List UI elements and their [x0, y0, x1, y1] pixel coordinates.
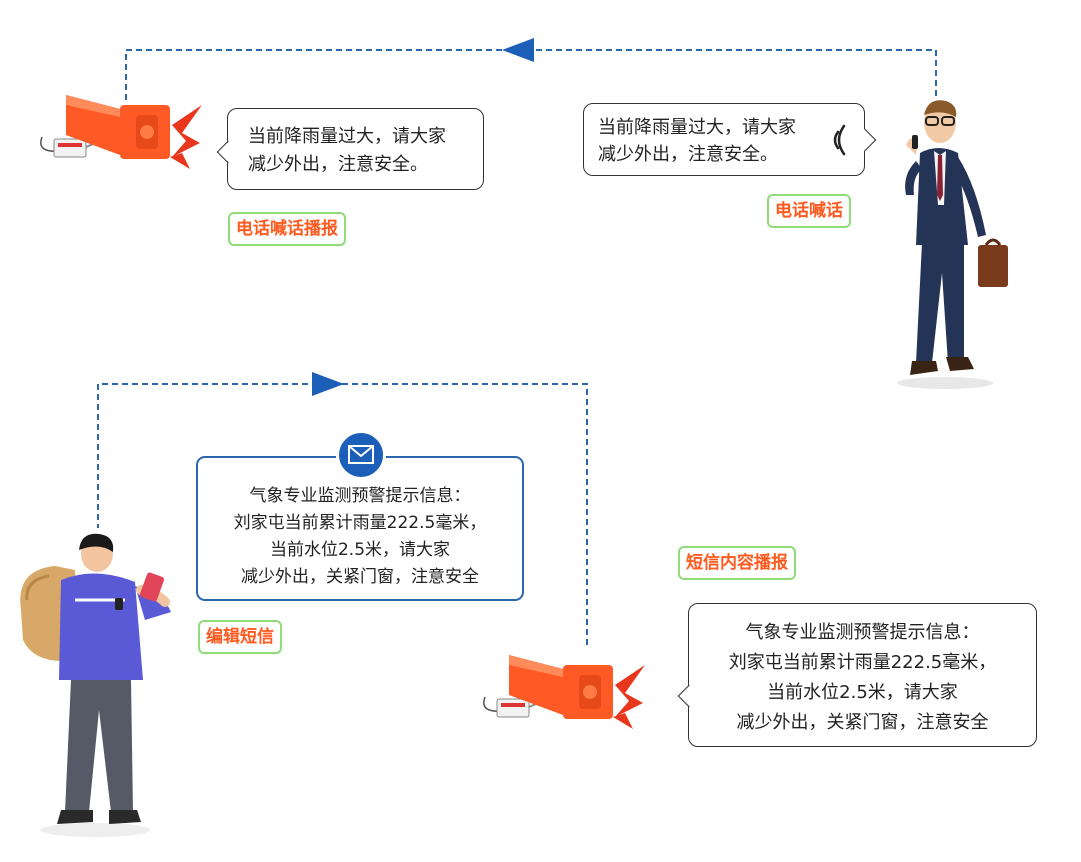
- bubble-line-1: 当前降雨量过大，请大家: [248, 126, 446, 147]
- phone-broadcast-label: 电话喊话播报: [228, 212, 346, 246]
- sms-broadcast-label: 短信内容播报: [678, 546, 796, 580]
- top-right-speech-bubble: 当前降雨量过大，请大家 减少外出，注意安全。: [583, 103, 865, 176]
- top-left-speech-bubble: 当前降雨量过大，请大家 减少外出，注意安全。: [227, 108, 484, 190]
- bubble-line-1: 气象专业监测预警提示信息：: [745, 622, 980, 643]
- bubble-line-4: 减少外出，关紧门窗，注意安全: [736, 712, 989, 733]
- bubble-line-2: 减少外出，注意安全。: [248, 154, 428, 175]
- bubble-line-3: 当前水位2.5米，请大家: [767, 682, 958, 703]
- sms-line-1: 气象专业监测预警提示信息：: [249, 486, 471, 506]
- businessman-figure: [897, 100, 1008, 389]
- sms-line-2: 刘家屯当前累计雨量222.5毫米，: [233, 513, 487, 533]
- bubble-line-1: 当前降雨量过大，请大家: [598, 117, 796, 138]
- top-flow-arrow: [502, 38, 534, 62]
- bubble-line-2: 减少外出，注意安全。: [598, 144, 778, 165]
- student-figure: [20, 533, 171, 837]
- sms-line-4: 减少外出，关紧门窗，注意安全: [241, 567, 479, 587]
- bottom-flow-arrow: [312, 372, 344, 396]
- sms-line-3: 当前水位2.5米，请大家: [269, 540, 451, 560]
- edit-sms-label: 编辑短信: [198, 620, 282, 654]
- bottom-right-speech-bubble: 气象专业监测预警提示信息： 刘家屯当前累计雨量222.5毫米， 当前水位2.5米…: [688, 603, 1037, 747]
- speaker-icon: [40, 95, 202, 169]
- speaker-icon: [483, 655, 645, 729]
- mail-badge: [336, 430, 386, 480]
- sound-wave-icon: [833, 124, 846, 156]
- mail-icon: [348, 445, 374, 464]
- bubble-line-2: 刘家屯当前累计雨量222.5毫米，: [728, 652, 997, 673]
- phone-call-label: 电话喊话: [767, 194, 851, 228]
